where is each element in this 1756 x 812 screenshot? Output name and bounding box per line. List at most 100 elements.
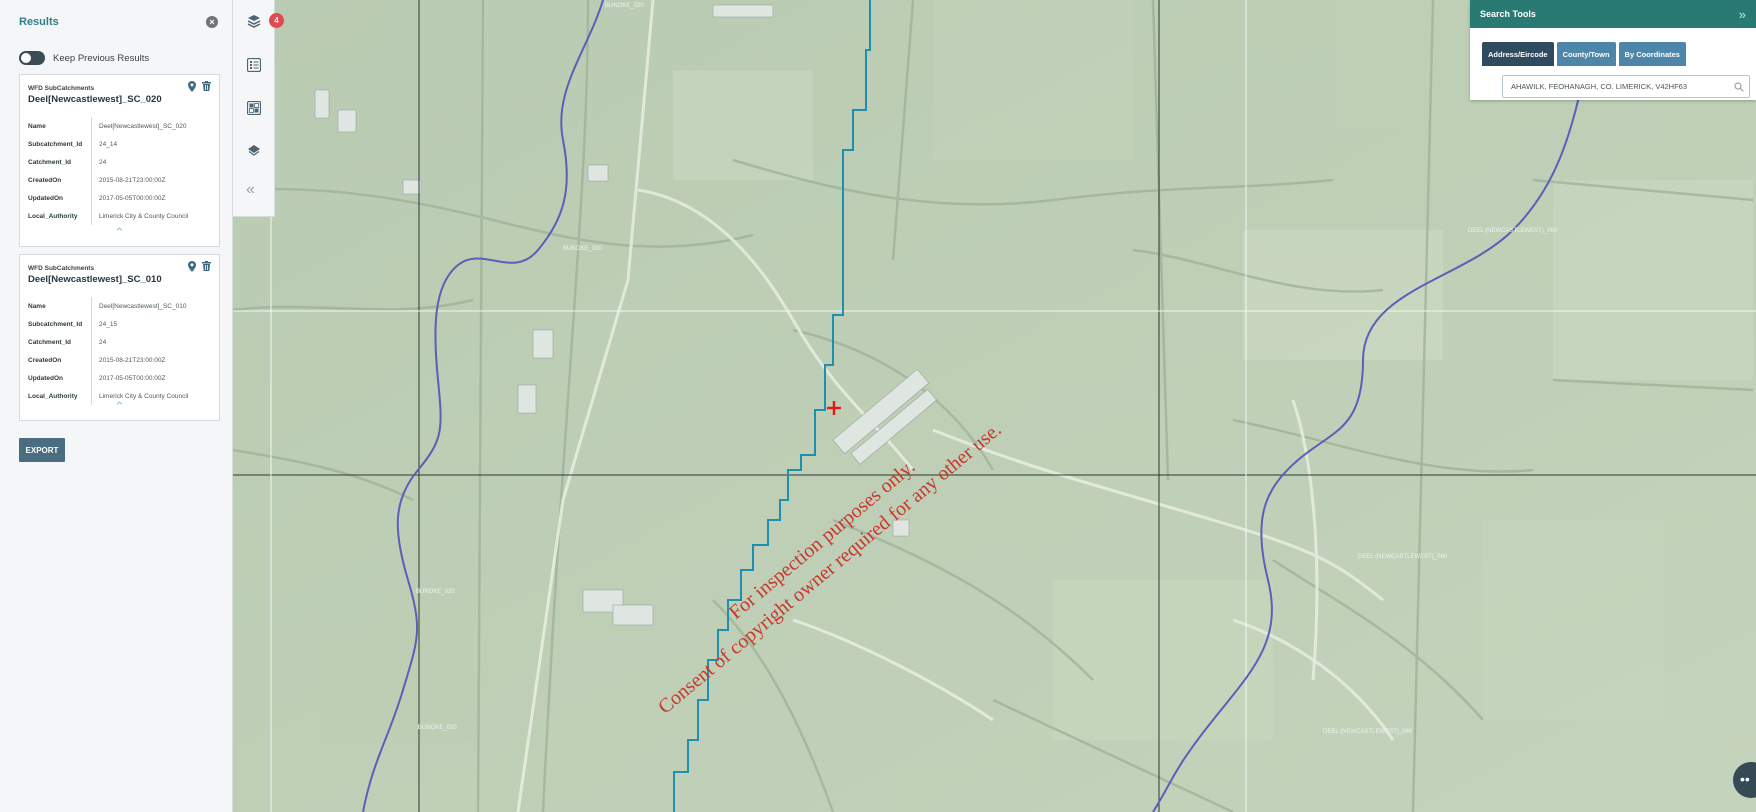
attr-value: 2017-05-05T00:00:00Z [99, 374, 166, 382]
overlay-icon[interactable] [246, 142, 262, 158]
farm-buildings [314, 4, 937, 626]
table-row: CreatedOn 2015-08-21T23:00:00Z [20, 351, 219, 369]
attr-key: CreatedOn [20, 351, 92, 369]
attr-value: 24 [99, 158, 107, 166]
table-row: UpdatedOn 2017-05-05T00:00:00Z [20, 369, 219, 387]
attr-key: UpdatedOn [20, 189, 92, 207]
chevron-right-double-icon[interactable]: » [1738, 6, 1746, 22]
result-card: WFD SubCatchments Deel[Newcastlewest]_SC… [19, 74, 220, 247]
search-box [1502, 75, 1750, 98]
search-icon[interactable] [1729, 81, 1749, 92]
rivers [362, 0, 1589, 812]
card-layer-name: WFD SubCatchments [28, 85, 95, 92]
collapse-up-icon[interactable]: ⌃ [114, 399, 125, 414]
layers-icon[interactable] [246, 13, 262, 29]
table-row: Local_Authority Limerick City & County Co… [20, 207, 219, 225]
river-label-deel-2: DEEL (NEWCASTLEWEST)_060 [1358, 554, 1448, 560]
attr-value: 2017-05-05T00:00:00Z [99, 194, 166, 202]
attr-value: Deel[Newcastlewest]_SC_020 [99, 122, 187, 130]
close-icon[interactable]: × [206, 16, 218, 28]
collapse-up-icon[interactable]: ⌃ [114, 225, 125, 240]
card-layer-name: WFD SubCatchments [28, 265, 95, 272]
map-canvas[interactable]: BUNOKE_020 BUNOKE_020 BUNOKE_020 BUNOKE_… [233, 0, 1756, 812]
map-view[interactable]: BUNOKE_020 BUNOKE_020 BUNOKE_020 BUNOKE_… [233, 0, 1756, 812]
table-row: UpdatedOn 2017-05-05T00:00:00Z [20, 189, 219, 207]
river-label-deel-1: DEEL (NEWCASTLEWEST)_060 [1468, 228, 1558, 234]
attr-value: 2015-08-21T23:00:00Z [99, 176, 166, 184]
card-attribute-table: Name Deel[Newcastlewest]_SC_010 Subcatchm… [20, 297, 219, 405]
attr-value: 2015-08-21T23:00:00Z [99, 356, 166, 364]
card-feature-name: Deel[Newcastlewest]_SC_010 [28, 274, 162, 285]
table-row: Catchment_Id 24 [20, 153, 219, 171]
table-row: Catchment_Id 24 [20, 333, 219, 351]
results-title: Results [19, 16, 59, 28]
attr-value: Limerick City & County Council [99, 392, 189, 400]
table-row: Local_Authority Limerick City & County Co… [20, 387, 219, 405]
river-label-bunoke-3: BUNOKE_020 [416, 589, 455, 595]
delete-trash-icon[interactable] [202, 81, 211, 92]
tab-county-town[interactable]: County/Town [1556, 42, 1616, 66]
card-actions [188, 261, 211, 272]
tab-by-coordinates[interactable]: By Coordinates [1618, 42, 1686, 66]
attr-key: Catchment_Id [20, 333, 92, 351]
keep-previous-label: Keep Previous Results [53, 52, 150, 64]
tab-address-eircode[interactable]: Address/Eircode [1482, 42, 1554, 66]
export-button[interactable]: EXPORT [19, 438, 65, 462]
river-label-bunoke-4: BUNOKE_020 [418, 725, 457, 731]
attr-key: Subcatchment_Id [20, 135, 92, 153]
layers-count-badge: 4 [269, 13, 284, 28]
river-label-bunoke-1: BUNOKE_020 [605, 3, 644, 9]
chat-icon[interactable]: •• [1733, 762, 1756, 798]
search-tools-panel: Search Tools » Address/Eircode County/To… [1470, 0, 1756, 100]
attr-key: Name [20, 297, 92, 315]
zoom-to-pin-icon[interactable] [188, 81, 196, 92]
table-row: Subcatchment_Id 24_14 [20, 135, 219, 153]
attr-key: Name [20, 117, 92, 135]
result-card: WFD SubCatchments Deel[Newcastlewest]_SC… [19, 254, 220, 421]
river-label-deel-3: DEEL (NEWCASTLEWEST)_060 [1323, 729, 1413, 735]
card-feature-name: Deel[Newcastlewest]_SC_020 [28, 94, 162, 105]
hedgerows [233, 0, 1754, 812]
card-actions [188, 81, 211, 92]
map-tool-strip: 4 « [233, 0, 284, 217]
attr-key: UpdatedOn [20, 369, 92, 387]
results-header: Results × [0, 0, 232, 44]
card-attribute-table: Name Deel[Newcastlewest]_SC_020 Subcatchm… [20, 117, 219, 225]
table-row: CreatedOn 2015-08-21T23:00:00Z [20, 171, 219, 189]
basemap-icon[interactable] [246, 100, 262, 116]
attr-value: Deel[Newcastlewest]_SC_010 [99, 302, 187, 310]
card-header: WFD SubCatchments Deel[Newcastlewest]_SC… [20, 255, 219, 291]
attr-key: Subcatchment_Id [20, 315, 92, 333]
river-label-bunoke-2: BUNOKE_020 [563, 246, 602, 252]
attr-value: 24 [99, 338, 107, 346]
river-bunoke [362, 0, 604, 812]
attr-key: Local_Authority [20, 387, 92, 405]
table-row: Name Deel[Newcastlewest]_SC_010 [20, 297, 219, 315]
table-row: Name Deel[Newcastlewest]_SC_020 [20, 117, 219, 135]
search-tools-title: Search Tools [1480, 9, 1536, 19]
attr-value: 24_15 [99, 320, 118, 328]
field-patches [323, 0, 1753, 740]
attr-key: CreatedOn [20, 171, 92, 189]
card-header: WFD SubCatchments Deel[Newcastlewest]_SC… [20, 75, 219, 111]
toggle-knob [21, 53, 31, 63]
keep-previous-row: Keep Previous Results [19, 48, 232, 68]
table-row: Subcatchment_Id 24_15 [20, 315, 219, 333]
subcatchment-boundary [673, 0, 871, 812]
location-marker[interactable] [827, 401, 841, 415]
legend-icon[interactable] [246, 57, 262, 73]
attr-key: Local_Authority [20, 207, 92, 225]
keep-previous-toggle[interactable] [19, 51, 45, 65]
zoom-to-pin-icon[interactable] [188, 261, 196, 272]
attr-value: 24_14 [99, 140, 118, 148]
attr-key: Catchment_Id [20, 153, 92, 171]
search-tools-header: Search Tools » [1470, 0, 1756, 28]
river-deel [1152, 59, 1589, 812]
river-labels: BUNOKE_020 BUNOKE_020 BUNOKE_020 BUNOKE_… [416, 3, 1558, 735]
collapse-panel-icon[interactable]: « [246, 181, 255, 198]
delete-trash-icon[interactable] [202, 261, 211, 272]
results-panel: Results × Keep Previous Results WFD SubC… [0, 0, 233, 812]
attr-value: Limerick City & County Council [99, 212, 189, 220]
search-input[interactable] [1503, 82, 1729, 91]
